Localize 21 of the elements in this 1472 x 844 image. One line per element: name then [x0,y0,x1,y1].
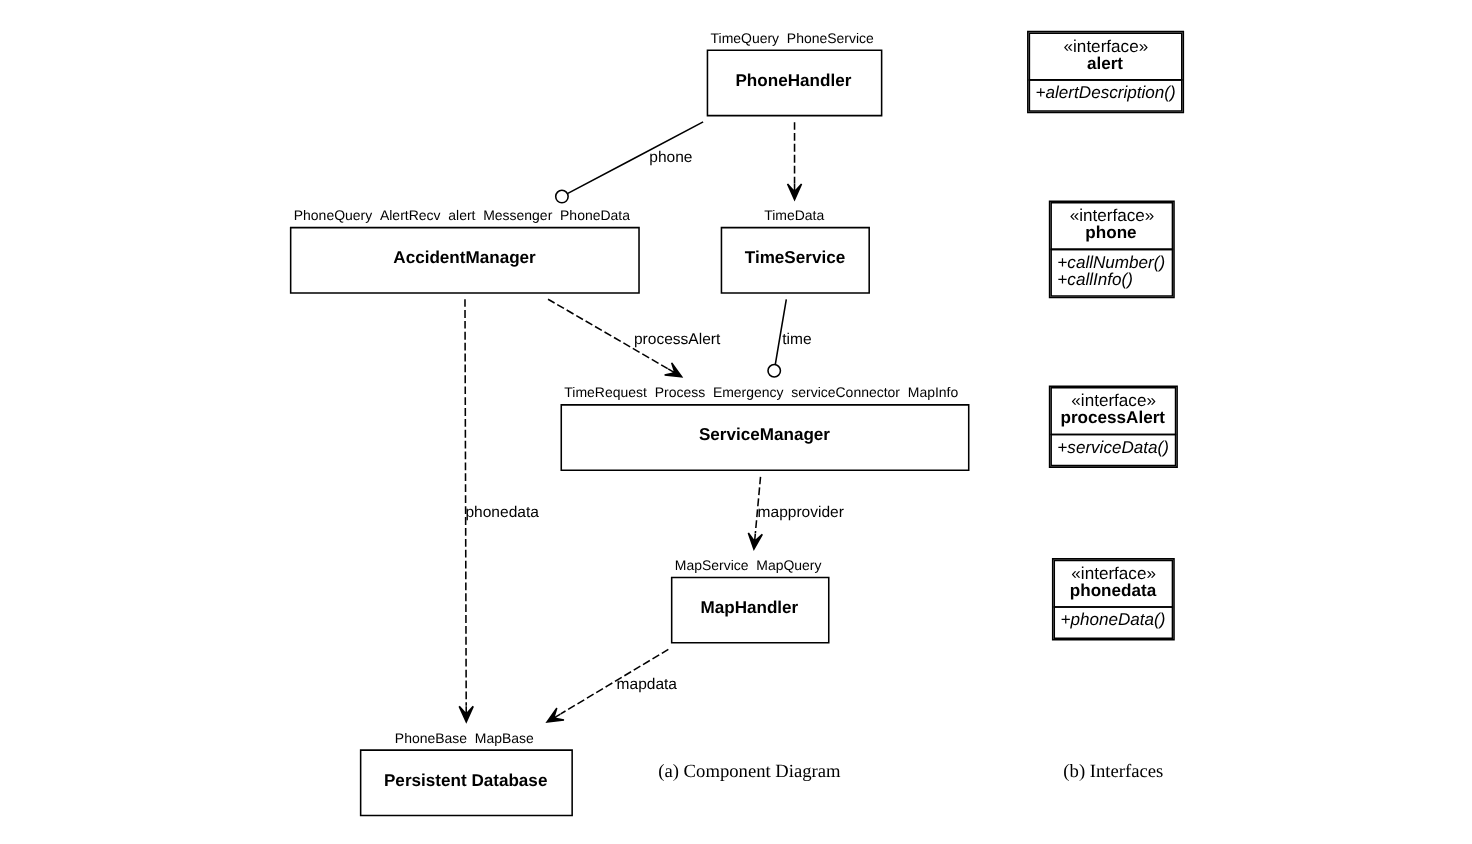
node-box: Persistent Database [358,749,572,817]
label: (a) Component Diagram [657,762,840,783]
edge-label: time [781,330,811,349]
node-box: TimeService [719,226,869,294]
node-box: AccidentManager [288,226,639,294]
node-box: PhoneHandler [705,49,882,117]
edge-label: phone [648,148,692,167]
arrow [545,648,669,723]
arrow [546,298,682,378]
node-box: MapHandler [669,576,829,644]
connector [553,121,703,204]
arrow [785,121,802,201]
arrow [457,298,473,723]
connector [766,298,787,378]
edge-label: phonedata [464,502,538,521]
edge-label: mapdata [615,675,677,694]
label: (b) Interfaces [1062,762,1163,783]
edge-label: processAlert [632,330,720,349]
edge-label: mapprovider [756,502,843,521]
node-box: ServiceManager [559,404,969,471]
arrow [746,476,763,550]
